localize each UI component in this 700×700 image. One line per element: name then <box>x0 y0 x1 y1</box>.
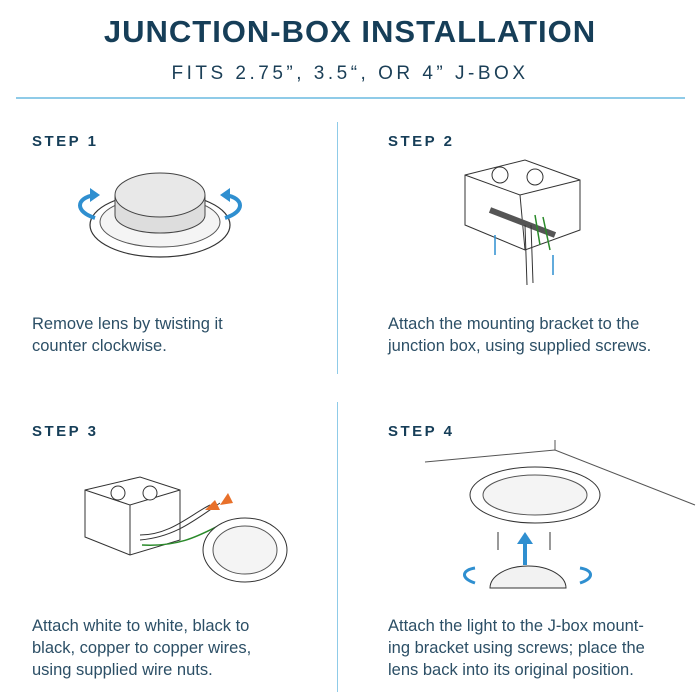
desc-line: black, copper to copper wires, <box>32 639 252 657</box>
step-1-label: STEP 1 <box>32 133 99 150</box>
step-4-description: Attach the light to the J-box mount- ing… <box>388 615 693 681</box>
step-2-description: Attach the mounting bracket to the junct… <box>388 313 688 357</box>
desc-line: Attach the mounting bracket to the <box>388 315 640 333</box>
step-4-illustration <box>424 440 696 589</box>
desc-line: ing bracket using screws; place the <box>388 639 645 657</box>
step-3-illustration <box>84 476 288 583</box>
step-3-description: Attach white to white, black to black, c… <box>32 615 342 681</box>
desc-line: counter clockwise. <box>32 337 167 355</box>
page-title: JUNCTION-BOX INSTALLATION <box>103 14 597 49</box>
rotate-left-arrow-icon <box>463 566 476 585</box>
step-2-illustration <box>464 159 581 286</box>
step-2-label: STEP 2 <box>388 133 455 150</box>
desc-line: Attach white to white, black to <box>32 617 250 635</box>
page-subtitle: FITS 2.75”, 3.5“, OR 4” J-BOX <box>171 63 529 84</box>
column-divider-top <box>337 122 338 374</box>
step-3-label: STEP 3 <box>32 423 99 440</box>
rotate-right-arrow-icon <box>579 566 592 585</box>
header-divider <box>16 97 685 99</box>
desc-line: Attach the light to the J-box mount- <box>388 617 644 635</box>
desc-line: junction box, using supplied screws. <box>388 337 652 355</box>
step-1-description: Remove lens by twisting it counter clock… <box>32 313 342 357</box>
column-divider-bottom <box>337 402 338 692</box>
desc-line: lens back into its original position. <box>388 661 634 679</box>
step-1-illustration <box>78 172 242 258</box>
desc-line: Remove lens by twisting it <box>32 315 223 333</box>
desc-line: using supplied wire nuts. <box>32 661 213 679</box>
step-4-label: STEP 4 <box>388 423 455 440</box>
